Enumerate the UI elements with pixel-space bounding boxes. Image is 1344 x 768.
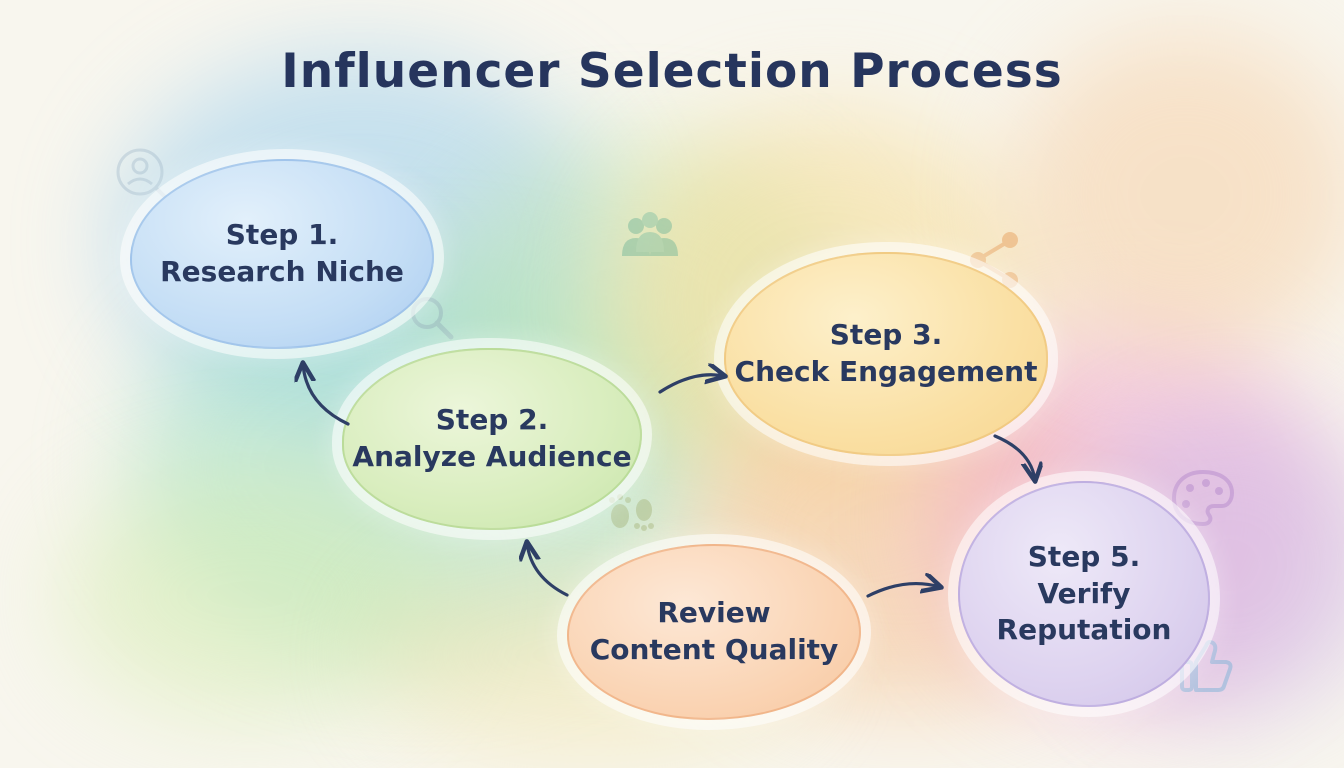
arrow-step3-to-step5 (993, 434, 1035, 480)
step5-title: Verify (1037, 576, 1131, 610)
step2-label: Step 2. (435, 403, 549, 437)
arrow-step2-to-step3 (658, 375, 724, 394)
step1-label: Step 1. (225, 218, 339, 252)
arrow-step2-to-step1 (303, 364, 350, 426)
step4-label: Review (657, 596, 771, 630)
watercolor-wash-lightgreen (60, 470, 440, 720)
page-title: Influencer Selection Process (281, 44, 1063, 99)
step-bubble-check-engagement: Step 3. Check Engagement (724, 252, 1048, 456)
step-bubble-research-niche: Step 1. Research Niche (130, 159, 434, 349)
step3-title: Check Engagement (734, 355, 1038, 388)
step3-label: Step 3. (829, 318, 943, 352)
people-group-icon (622, 212, 678, 256)
footprints-icon (609, 494, 654, 531)
step2-title: Analyze Audience (352, 440, 632, 473)
step-bubble-analyze-audience: Step 2. Analyze Audience (342, 348, 642, 530)
step4-title: Content Quality (589, 633, 839, 666)
step-bubble-review-content-quality: Review Content Quality (567, 544, 861, 720)
step1-title: Research Niche (160, 255, 404, 288)
step5-label: Step 5. (1027, 539, 1141, 573)
step-bubble-verify-reputation: Step 5. Verify Reputation (958, 481, 1210, 707)
step5-title2: Reputation (996, 613, 1172, 647)
arrow-step4-to-step5 (866, 584, 940, 598)
arrow-step4-to-step2 (527, 543, 569, 597)
